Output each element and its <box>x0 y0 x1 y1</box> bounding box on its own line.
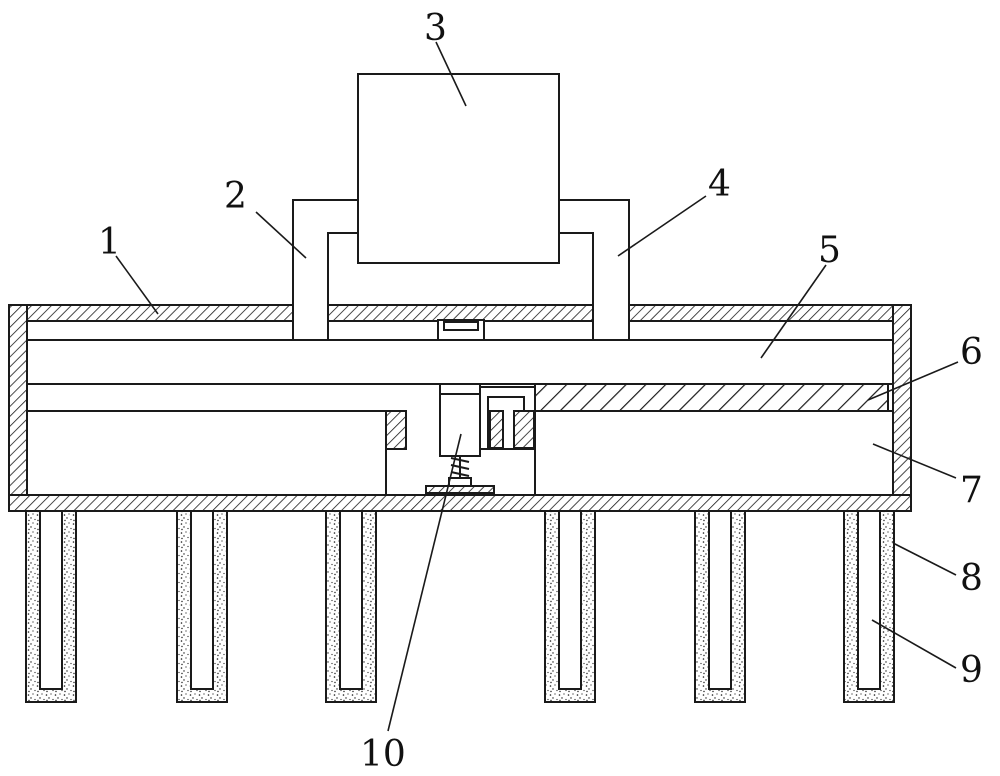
central-drive-assembly <box>425 319 536 494</box>
gear-block-right <box>513 410 535 449</box>
tooth <box>544 510 596 703</box>
gear-block-left <box>489 410 504 449</box>
leader-line-6 <box>867 361 959 401</box>
leader-line-7 <box>872 443 957 479</box>
label-1: 1 <box>98 222 121 263</box>
leader-line-1 <box>115 255 159 315</box>
label-5: 5 <box>818 230 841 271</box>
tooth <box>176 510 228 703</box>
leader-lines <box>115 41 959 732</box>
leader-line-2 <box>255 211 307 259</box>
tooth <box>325 510 377 703</box>
label-3: 3 <box>424 8 447 49</box>
label-8: 8 <box>960 558 983 599</box>
leader-line-8 <box>892 542 957 576</box>
reference-numerals: 1 2 3 4 5 6 7 8 9 10 <box>98 8 983 775</box>
left-tray-stop-block <box>385 410 407 450</box>
tooth-inner-core <box>190 510 214 690</box>
housing-left-wall <box>8 304 28 512</box>
screw-nut <box>448 477 472 487</box>
slide-rail <box>26 339 894 385</box>
hatched-rack <box>534 383 889 412</box>
base-plate <box>425 485 495 494</box>
label-9: 9 <box>960 650 983 691</box>
label-7: 7 <box>960 470 983 511</box>
tooth-inner-core <box>708 510 732 690</box>
leader-line-10 <box>387 433 462 732</box>
tooth <box>843 510 895 703</box>
housing-top-wall-left <box>8 304 295 322</box>
comb-teeth <box>25 510 895 703</box>
leader-line-3 <box>435 41 467 107</box>
label-4: 4 <box>708 164 731 205</box>
leader-line-9 <box>871 619 957 669</box>
label-2: 2 <box>224 176 247 217</box>
tooth <box>694 510 746 703</box>
tooth <box>25 510 77 703</box>
housing-top-wall-right <box>628 304 912 322</box>
housing-right-wall <box>892 304 912 512</box>
tooth-inner-core <box>857 510 881 690</box>
label-10: 10 <box>360 734 406 775</box>
leader-line-4 <box>617 195 707 257</box>
housing-top-wall-middle <box>327 304 594 322</box>
screw-thread <box>450 457 470 484</box>
right-tray <box>534 410 894 496</box>
motor-box <box>357 73 560 264</box>
tooth-inner-core <box>39 510 63 690</box>
label-6: 6 <box>960 332 983 373</box>
tooth-inner-core <box>339 510 363 690</box>
leader-line-5 <box>760 264 827 359</box>
tooth-inner-core <box>558 510 582 690</box>
housing-bottom-wall <box>8 494 912 512</box>
shaft-collar-cap <box>443 321 479 331</box>
